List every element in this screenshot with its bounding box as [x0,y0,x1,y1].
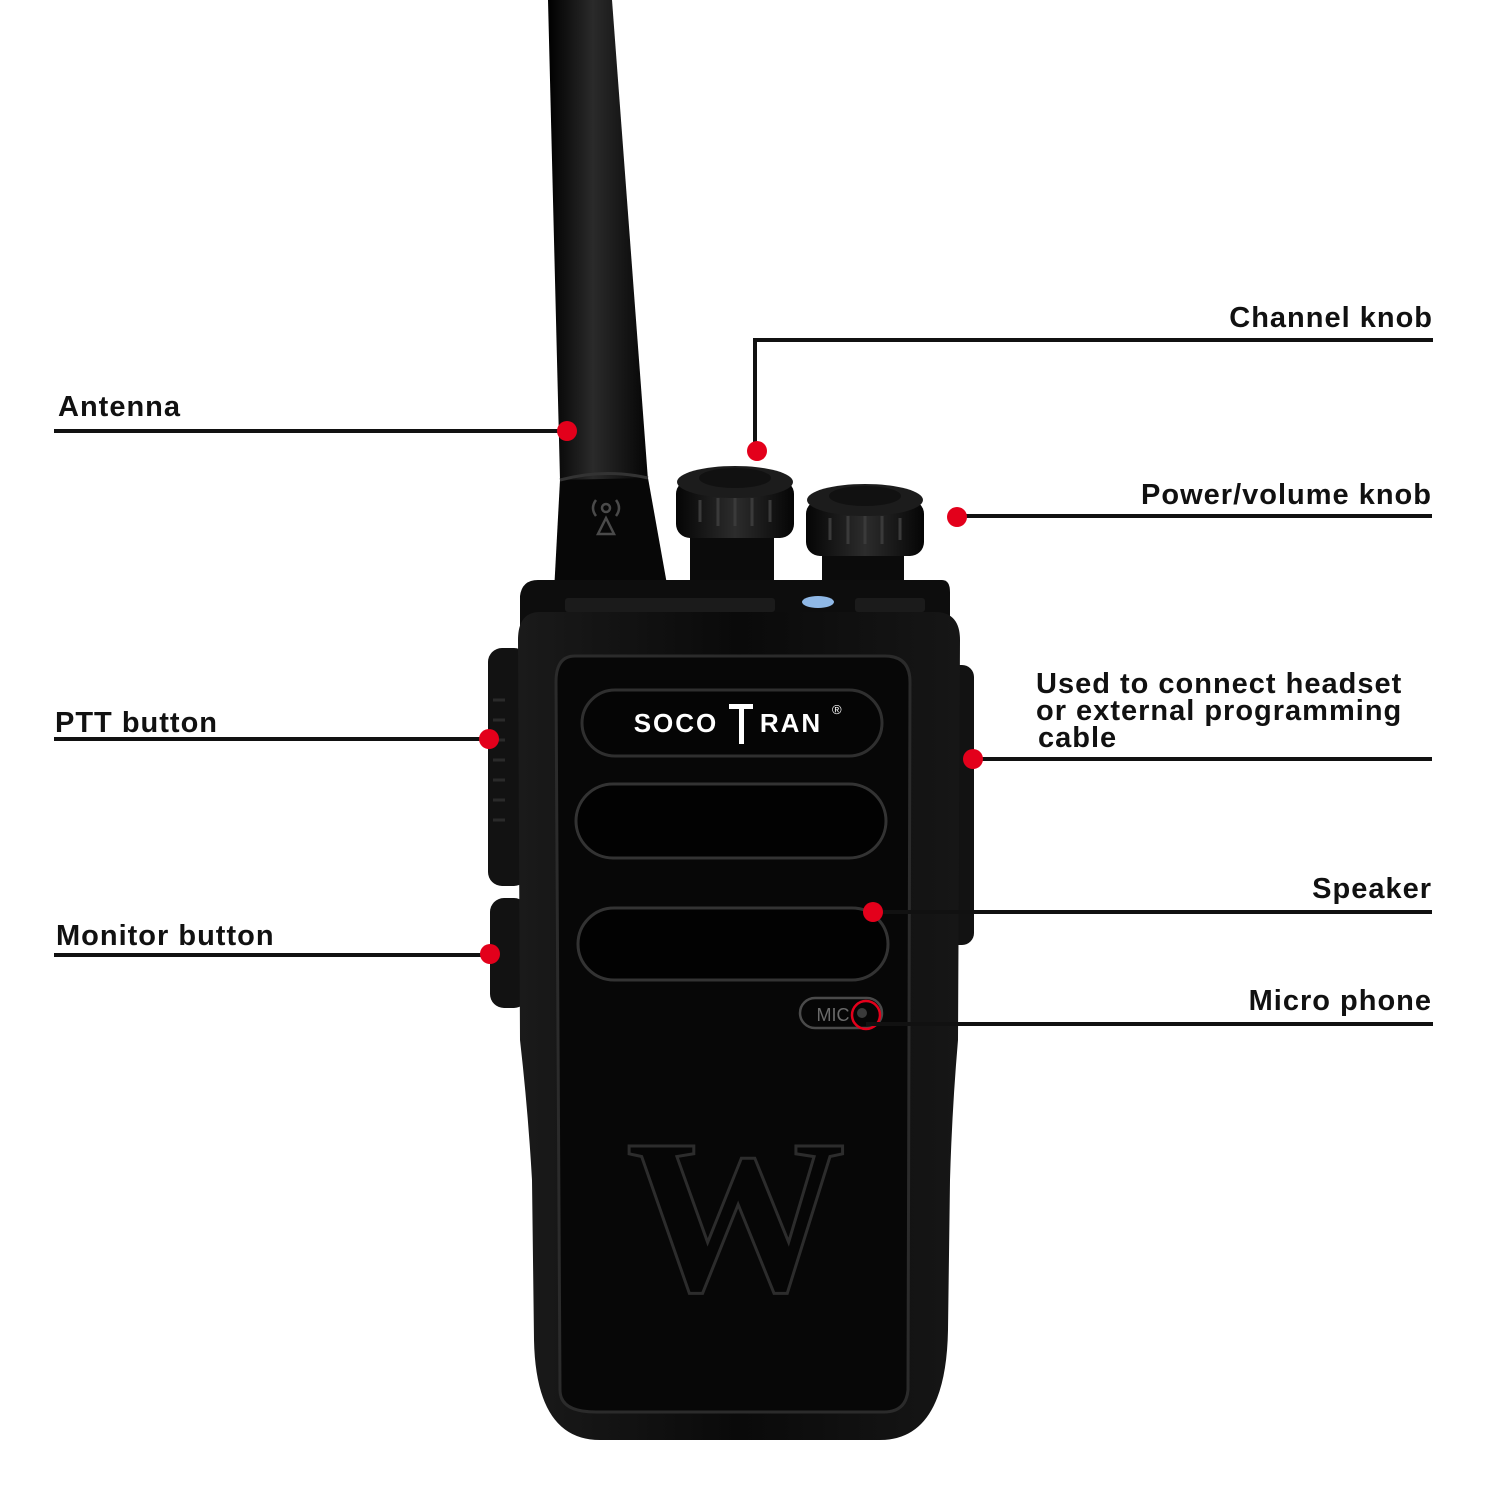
marker-monitor-button [480,944,500,964]
marker-power-volume-knob [947,507,967,527]
label-power-volume-knob: Power/volume knob [1141,479,1432,511]
label-micro-phone: Micro phone [1248,985,1432,1017]
marker-speaker [863,902,883,922]
mic-label: MIC [817,1005,850,1025]
mic-highlight-ring [850,999,882,1031]
label-monitor-button: Monitor button [56,920,275,952]
brand-plate [580,688,884,758]
label-headset-port-line2: or external programming [1036,695,1403,727]
marker-channel-knob [747,441,767,461]
mic-badge [798,996,884,1030]
brand-t-stem [739,704,744,744]
marker-headset-port [963,749,983,769]
leader-line-channel-knob-horizontal [753,338,1433,342]
leader-line-monitor-button [54,953,490,957]
label-headset-port-line3: cable [1038,722,1118,754]
ptt-side-button [488,648,528,886]
label-channel-knob: Channel knob [1229,302,1433,334]
antenna-signal-icon [591,499,621,536]
antenna [548,0,668,592]
leader-line-headset-port [973,757,1432,761]
power-volume-knob-shape [806,484,924,610]
status-led [802,596,834,608]
label-ptt-button: PTT button [55,707,219,739]
leader-line-ptt-button [54,737,488,741]
leader-line-channel-knob-vertical [753,338,757,450]
brand-text-right: RAN [760,708,822,738]
leader-line-micro-phone [866,1022,1433,1026]
emblem-w: W [626,1094,846,1338]
mic-hole [857,1008,867,1018]
speaker-grille-upper [574,782,888,860]
label-headset-port-line1: Used to connect headset [1036,668,1403,700]
leader-line-power-volume-knob [957,514,1432,518]
speaker-grille-lower [576,906,890,982]
marker-ptt-button [479,729,499,749]
leader-line-speaker [873,910,1432,914]
brand-t-bar [729,704,753,709]
monitor-side-button [490,898,528,1008]
channel-knob-shape [676,466,794,600]
leader-line-antenna [54,429,568,433]
marker-antenna [557,421,577,441]
label-headset-port: Used to connect headset or external prog… [1036,668,1456,754]
label-speaker: Speaker [1312,873,1432,905]
registered-mark: ® [832,702,842,717]
label-antenna: Antenna [58,391,181,423]
brand-text-left: SOCO [634,708,719,738]
